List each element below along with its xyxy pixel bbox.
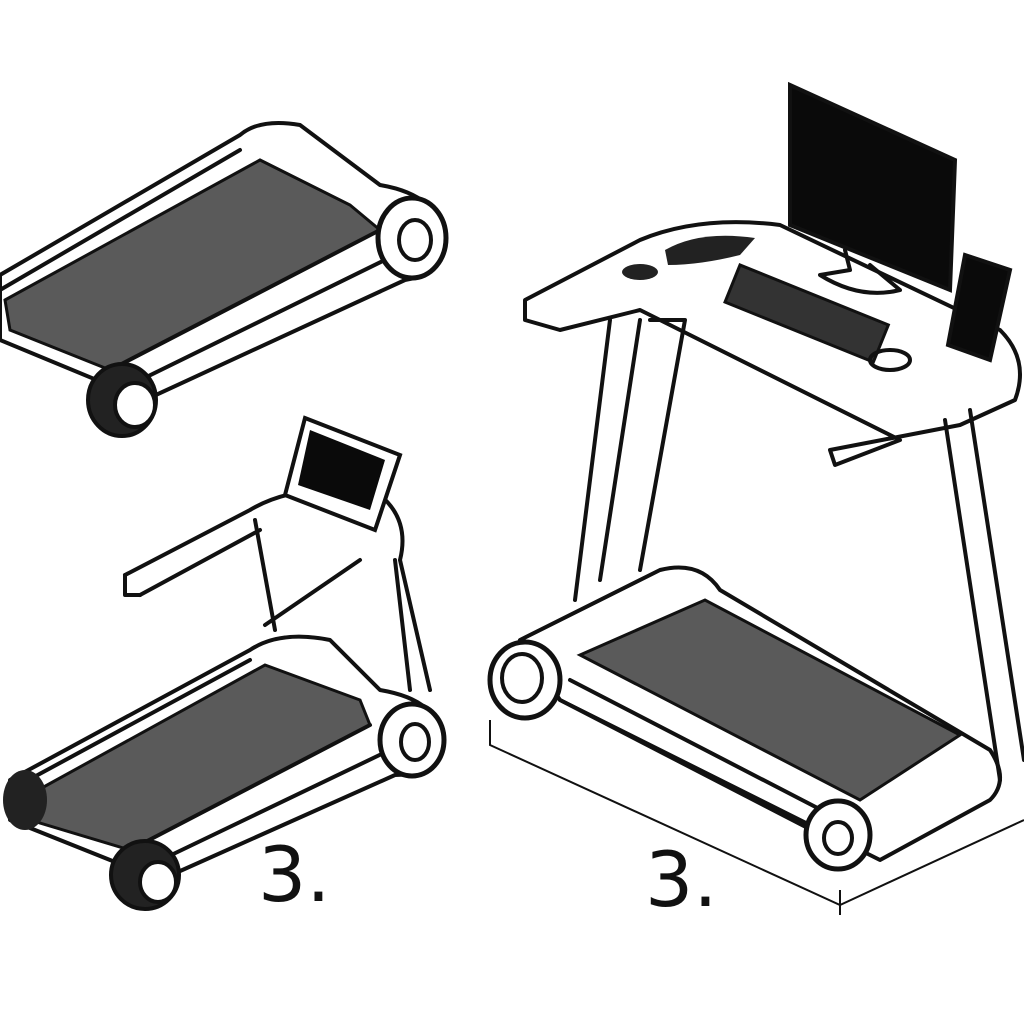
roller-icon: [377, 701, 447, 779]
desk-treadmill: [487, 81, 1024, 915]
sketch-label-middle: 3.: [258, 830, 331, 919]
roller-icon: [487, 639, 563, 721]
console-screen: [282, 415, 403, 533]
sketch-label-right: 3.: [645, 835, 718, 924]
roller-icon: [86, 362, 158, 438]
treadmill-bottom-left: [3, 415, 447, 911]
treadmill-top-left: [0, 121, 449, 438]
roller-icon: [375, 195, 449, 281]
monitor: [788, 81, 958, 295]
roller-icon: [3, 770, 181, 911]
keyboard: [723, 263, 891, 364]
roller-icon: [803, 798, 873, 872]
phone: [945, 252, 1013, 363]
